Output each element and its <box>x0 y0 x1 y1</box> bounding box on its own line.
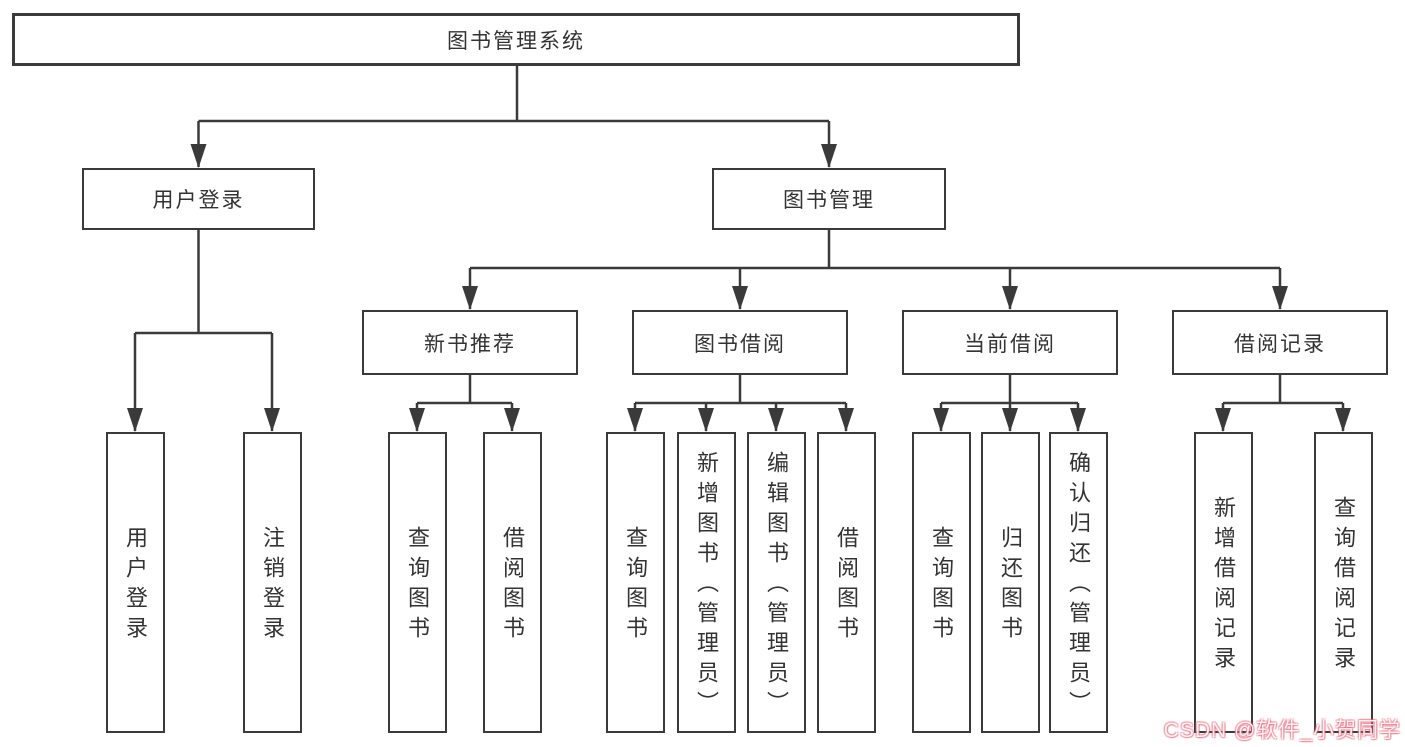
node-new-book-label: 新书推荐 <box>424 332 516 356</box>
node-user-login: 用户登录 <box>82 168 315 230</box>
connector-current-borrow-rail <box>941 375 1078 405</box>
leaf-newbook-borrow: 借阅图书 <box>482 432 542 733</box>
leaf-borrow-borrow: 借阅图书 <box>816 432 876 733</box>
leaf-borrow-borrow-label: 借阅图书 <box>834 525 859 646</box>
leaf-record-add-label: 新增借阅记录 <box>1211 495 1236 676</box>
leaf-logout: 注销登录 <box>242 432 302 733</box>
leaf-current-return: 归还图书 <box>980 432 1040 733</box>
leaf-current-return-label: 归还图书 <box>998 525 1023 646</box>
leaf-user-login-label: 用户登录 <box>123 525 148 646</box>
leaf-newbook-borrow-label: 借阅图书 <box>500 525 525 646</box>
node-book-borrow-label: 图书借阅 <box>694 332 786 356</box>
leaf-record-add: 新增借阅记录 <box>1193 432 1253 733</box>
node-current-borrow-label: 当前借阅 <box>964 332 1056 356</box>
leaf-borrow-edit-label: 编辑图书（管理员） <box>764 450 789 721</box>
leaf-record-query-label: 查询借阅记录 <box>1331 495 1356 676</box>
leaf-user-login: 用户登录 <box>105 432 165 733</box>
leaf-borrow-query: 查询图书 <box>605 432 665 733</box>
connector-borrow-record-rail <box>1223 375 1343 405</box>
leaf-current-query-label: 查询图书 <box>929 525 954 646</box>
connector-new-book-rail <box>417 375 512 405</box>
connector-book-mgmt-rail <box>470 230 1280 270</box>
node-new-book: 新书推荐 <box>362 310 578 375</box>
node-user-login-label: 用户登录 <box>152 189 245 212</box>
node-book-mgmt: 图书管理 <box>712 168 946 230</box>
leaf-current-query: 查询图书 <box>911 432 971 733</box>
leaf-current-confirm-label: 确认归还（管理员） <box>1066 450 1091 721</box>
leaf-borrow-edit: 编辑图书（管理员） <box>746 432 806 733</box>
node-borrow-record: 借阅记录 <box>1172 310 1388 375</box>
connector-book-borrow-rail <box>635 375 846 405</box>
leaf-current-confirm: 确认归还（管理员） <box>1048 432 1108 733</box>
leaf-borrow-add-label: 新增图书（管理员） <box>694 450 719 721</box>
node-current-borrow: 当前借阅 <box>902 310 1118 375</box>
leaf-record-query: 查询借阅记录 <box>1313 432 1373 733</box>
node-root-label: 图书管理系统 <box>447 29 585 53</box>
connector-user-login-rail <box>135 230 272 335</box>
leaf-newbook-query: 查询图书 <box>387 432 447 733</box>
leaf-borrow-add: 新增图书（管理员） <box>676 432 736 733</box>
node-book-mgmt-label: 图书管理 <box>783 189 875 212</box>
leaf-newbook-query-label: 查询图书 <box>405 525 430 646</box>
node-borrow-record-label: 借阅记录 <box>1234 332 1326 356</box>
node-root: 图书管理系统 <box>12 13 1020 66</box>
connector-root-rail <box>198 66 829 123</box>
leaf-logout-label: 注销登录 <box>260 525 285 646</box>
leaf-borrow-query-label: 查询图书 <box>623 525 648 646</box>
node-book-borrow: 图书借阅 <box>632 310 848 375</box>
